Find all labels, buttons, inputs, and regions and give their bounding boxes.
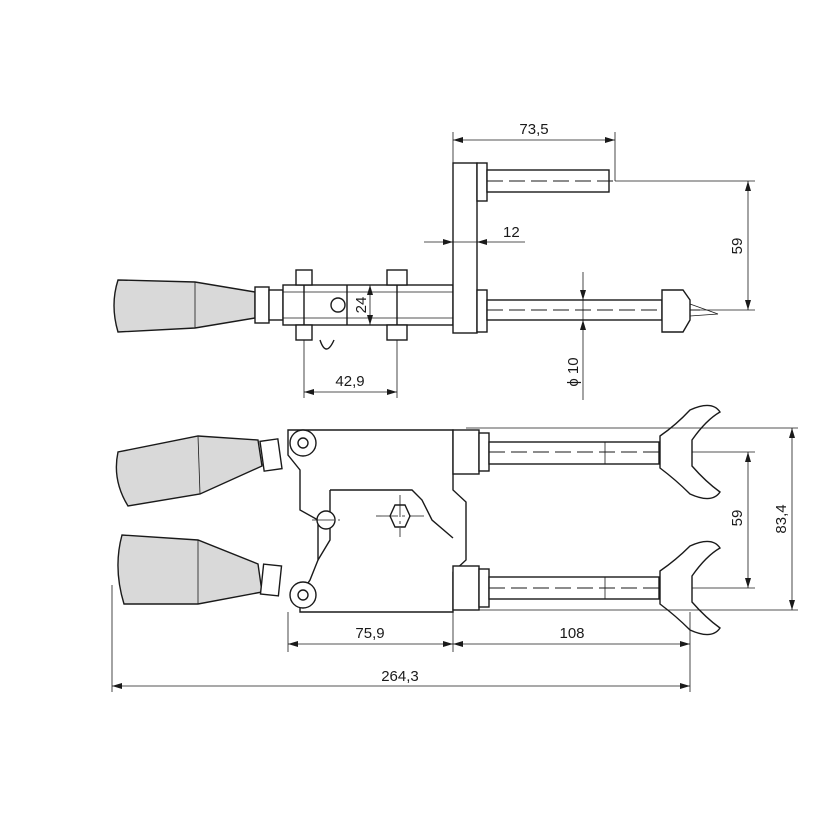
front-upper-handle	[115, 429, 317, 507]
dim-label-59-front: 59	[729, 510, 746, 527]
dimension-24: 24	[353, 285, 373, 325]
top-view	[113, 162, 719, 350]
front-lower-spindle	[452, 540, 721, 636]
front-upper-spindle	[452, 404, 721, 500]
dim-label-24: 24	[353, 297, 370, 314]
dim-label-83-4: 83,4	[773, 504, 790, 533]
front-view	[115, 404, 721, 636]
dimension-diameter-10: ϕ 10	[565, 272, 586, 400]
top-handle	[113, 279, 284, 333]
top-upper-spindle	[486, 169, 615, 193]
dim-label-59-top: 59	[729, 238, 746, 255]
dimension-59-front: 59	[692, 451, 755, 589]
top-lower-spindle	[486, 289, 719, 333]
dim-label-42-9: 42,9	[335, 373, 364, 390]
dimension-83-4: 83,4	[466, 427, 798, 611]
top-bracket-plate	[452, 162, 488, 334]
front-lower-handle	[117, 534, 317, 609]
dimension-59-top: 59	[615, 180, 755, 311]
dim-label-264-3: 264,3	[381, 668, 419, 685]
dim-label-108: 108	[559, 625, 584, 642]
dimension-42-9: 42,9	[303, 340, 398, 398]
front-body-plate	[287, 429, 467, 613]
dimension-12: 12	[424, 224, 525, 245]
dimension-75-9-108: 75,9 108	[287, 612, 691, 692]
dimension-264-3: 264,3	[111, 585, 690, 692]
dim-label-73-5: 73,5	[519, 121, 548, 138]
top-clamp-body	[282, 269, 454, 350]
dim-label-75-9: 75,9	[355, 625, 384, 642]
dim-label-diameter-10: ϕ 10	[565, 357, 582, 386]
dimension-73-5: 73,5	[452, 121, 616, 181]
dim-label-12: 12	[503, 224, 520, 241]
